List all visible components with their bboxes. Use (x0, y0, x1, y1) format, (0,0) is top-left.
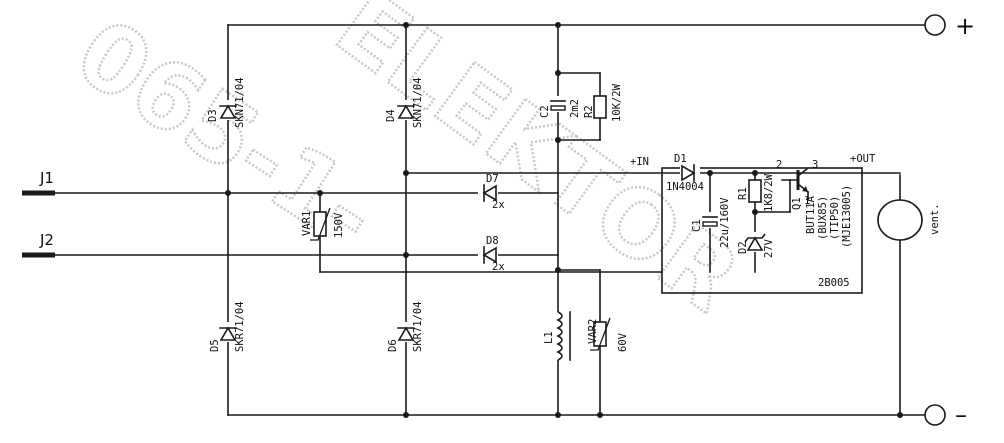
transistor-q1-pin2: 2 (776, 159, 782, 171)
watermark: 065-1- ELEKTOR (57, 0, 760, 334)
capacitor-c1-value: 22u/160V (719, 197, 731, 248)
diode-d8-label: D8 (486, 235, 499, 247)
transistor-q1-pin3: 3 (812, 159, 818, 171)
transistor-q1-pin1: 1 (804, 195, 810, 207)
input-plus-label: +IN (630, 156, 649, 168)
varistor-var2-value: 60V (617, 332, 629, 352)
varistor-var2-label: VAR2 (587, 319, 599, 344)
diode-d4-type: SKN71/04 (412, 77, 424, 128)
inductor-l1: L1 (543, 311, 571, 361)
capacitor-c2-value: 2m2 (569, 99, 581, 118)
diode-d8: D8 2x (478, 235, 505, 273)
fan-label: vent. (929, 203, 941, 235)
varistor-var2: VAR2 60V (587, 317, 629, 352)
diode-d3: D3 SKN71/04 (207, 77, 246, 128)
varistor-var1: VAR1 150V (301, 207, 345, 241)
inductor-l1-label: L1 (543, 331, 555, 344)
diode-d3-type: SKN71/04 (234, 77, 246, 128)
resistor-r1-label: R1 (737, 187, 749, 200)
diode-d8-qty: 2x (492, 261, 505, 273)
connector-j1-label: J1 (39, 169, 54, 187)
junction-dots (225, 22, 903, 418)
resistor-r2: R2 10K/2W (583, 83, 623, 122)
diode-d6: D6 SKR71/04 (387, 301, 424, 352)
diode-d5-label: D5 (209, 339, 221, 352)
diode-d7-qty: 2x (492, 199, 505, 211)
transistor-q1-type: BUT11A (805, 195, 817, 234)
diode-d1-label: D1 (674, 153, 687, 165)
diode-d1-type: 1N4004 (666, 181, 704, 193)
zener-d2-value: 27V (763, 238, 775, 258)
connector-j1: J1 (22, 169, 55, 196)
diode-d4: D4 SKN71/04 (385, 77, 424, 128)
fan: vent. (877, 199, 941, 241)
module-2b005-label: 2B005 (818, 277, 850, 289)
resistor-r1-value: 1K8/2W (763, 173, 775, 212)
diode-d6-type: SKR71/04 (412, 301, 424, 352)
diode-d4-label: D4 (385, 109, 397, 122)
terminal-minus: – (924, 401, 967, 429)
output-plus-label: +OUT (850, 153, 876, 165)
terminal-plus-label: + (955, 12, 975, 40)
connector-j2-label: J2 (39, 231, 54, 249)
varistor-var1-value: 150V (333, 212, 345, 238)
capacitor-c2: C2 2m2 (539, 96, 581, 118)
transistor-q1-alt2: (TIP50) (829, 196, 841, 240)
transistor-q1-alt1: (BUX85) (817, 196, 829, 240)
diode-d6-label: D6 (387, 339, 399, 352)
resistor-r2-value: 10K/2W (611, 83, 623, 122)
zener-d2-label: D2 (737, 241, 749, 254)
transistor-q1-label: Q1 (791, 197, 803, 210)
zener-d2: D2 27V (737, 232, 775, 258)
terminal-minus-label: – (955, 401, 967, 429)
connector-j2: J2 (22, 231, 55, 258)
capacitor-c2-label: C2 (539, 105, 551, 118)
resistor-r1: R1 1K8/2W (737, 173, 775, 212)
transistor-q1: Q1 2 3 1 BUT11A (BUX85) (TIP50) (MJE1300… (776, 159, 853, 248)
diode-d5: D5 SKR71/04 (209, 301, 246, 352)
varistor-var1-label: VAR1 (301, 211, 313, 236)
diode-d1: D1 1N4004 (666, 153, 704, 193)
capacitor-c1: C1 22u/160V (691, 197, 731, 248)
resistor-r2-label: R2 (583, 105, 595, 118)
diode-d3-label: D3 (207, 109, 219, 122)
diode-d5-type: SKR71/04 (234, 301, 246, 352)
terminal-plus: + (924, 12, 975, 40)
transistor-q1-alt3: (MJE13005) (841, 185, 853, 248)
diode-d7-label: D7 (486, 173, 499, 185)
module-2b005: 2B005 (661, 167, 863, 294)
diode-d7: D7 2x (478, 173, 505, 211)
capacitor-c1-label: C1 (691, 219, 703, 232)
